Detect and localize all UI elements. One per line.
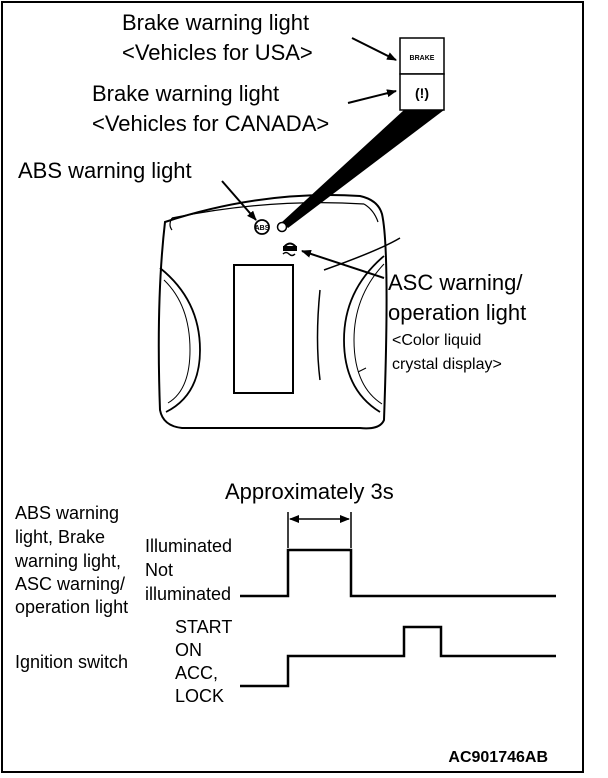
ignition-state-lock: LOCK <box>175 686 224 706</box>
center-display <box>233 264 294 394</box>
state-not-illuminated-line1: Not <box>145 560 173 580</box>
brake-lamp-usa-text: BRAKE <box>410 55 435 62</box>
lamps-label-line2: light, Brake <box>15 527 105 547</box>
lamps-label-line4: ASC warning/ <box>15 574 125 594</box>
label-brake-usa-line1: Brake warning light <box>122 10 309 35</box>
arrow-abs <box>221 180 257 221</box>
ignition-state-on: ON <box>175 640 202 660</box>
label-brake-canada-line2: <Vehicles for CANADA> <box>92 111 329 136</box>
lamp-waveform <box>240 548 556 598</box>
instrument-cluster <box>157 194 401 430</box>
arrow-brake-usa <box>351 37 397 61</box>
lamps-label-line1: ABS warning <box>15 503 119 523</box>
figure-code: AC901746AB <box>448 749 548 766</box>
arrow-brake-canada <box>347 89 397 104</box>
brake-indicator <box>276 221 288 233</box>
lamps-label-line5: operation light <box>15 597 128 617</box>
label-asc-line2: operation light <box>388 300 526 325</box>
timing-chart: Approximately 3s ABS warning light, Brak… <box>14 479 556 706</box>
ignition-state-start: START <box>175 617 232 637</box>
callout-wedge <box>282 110 444 228</box>
asc-indicator-icon <box>282 242 297 257</box>
lamps-label-line3: warning light, <box>14 551 121 571</box>
arrow-asc <box>301 250 385 279</box>
duration-label: Approximately 3s <box>225 479 394 504</box>
abs-indicator <box>254 219 270 235</box>
ignition-state-acc: ACC, <box>175 663 218 683</box>
label-asc-line4: crystal display> <box>392 356 502 373</box>
state-not-illuminated-line2: illuminated <box>145 584 231 604</box>
label-asc-line3: <Color liquid <box>392 332 481 349</box>
state-illuminated: Illuminated <box>145 536 232 556</box>
ignition-waveform <box>240 625 556 688</box>
ignition-label: Ignition switch <box>15 652 128 672</box>
label-abs: ABS warning light <box>18 158 192 183</box>
label-brake-canada-line1: Brake warning light <box>92 81 279 106</box>
figure-frame <box>1 1 584 773</box>
abs-indicator-glyph: ABS <box>255 225 270 232</box>
label-asc-line1: ASC warning/ <box>388 270 523 295</box>
label-brake-usa-line2: <Vehicles for USA> <box>122 40 313 65</box>
brake-lamp-canada-symbol: (!) <box>415 85 429 101</box>
